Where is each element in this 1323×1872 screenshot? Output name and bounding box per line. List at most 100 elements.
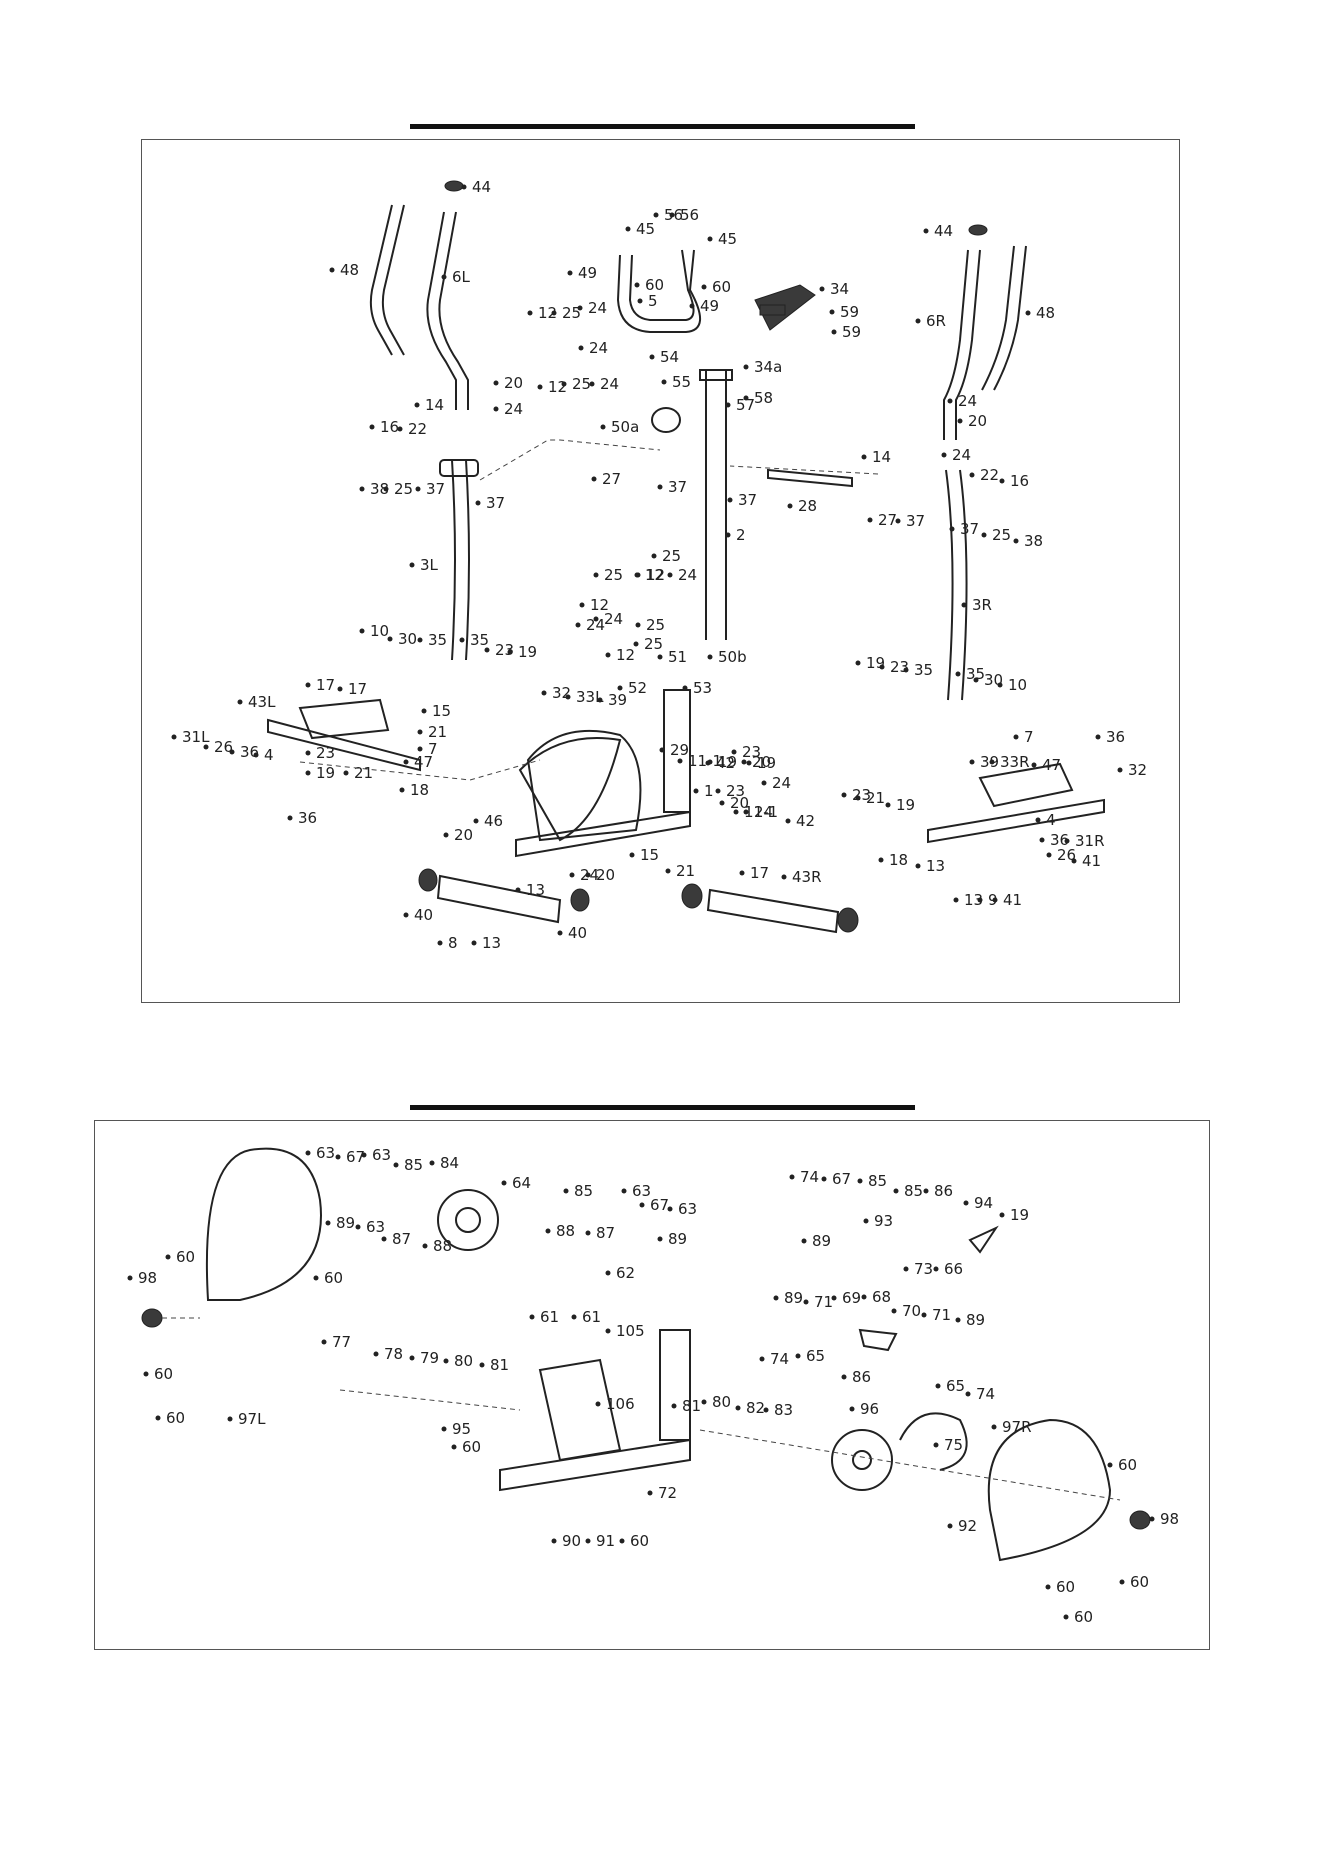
top-part-label: 24 xyxy=(504,400,523,418)
bottom-part-label: 70 xyxy=(902,1302,921,1320)
top-fastener-dot xyxy=(997,682,1003,688)
top-part-label: 34a xyxy=(754,358,782,376)
top-part-label: 4 xyxy=(1046,811,1056,829)
bottom-fastener-dot xyxy=(305,1150,311,1156)
top-part-label: 22 xyxy=(408,420,427,438)
top-part-label: 16 xyxy=(1010,472,1029,490)
top-part-label: 33R xyxy=(1000,753,1030,771)
top-fastener-dot xyxy=(689,303,695,309)
bottom-fastener-dot xyxy=(1119,1579,1125,1585)
bottom-part-label: 98 xyxy=(138,1269,157,1287)
top-part-label: 19 xyxy=(316,764,335,782)
bottom-part-label: 64 xyxy=(512,1174,531,1192)
top-part-label: 46 xyxy=(484,812,503,830)
bottom-part-label: 71 xyxy=(814,1293,833,1311)
top-part-label: 24 xyxy=(600,375,619,393)
top-fastener-dot xyxy=(237,699,243,705)
top-fastener-dot xyxy=(629,852,635,858)
top-fastener-dot xyxy=(659,747,665,753)
magnet-68 xyxy=(858,1328,898,1352)
top-fastener-dot xyxy=(507,649,513,655)
top-fastener-dot xyxy=(461,184,467,190)
top-part-label: 24 xyxy=(772,774,791,792)
top-fastener-dot xyxy=(605,652,611,658)
top-fastener-dot xyxy=(701,284,707,290)
bottom-fastener-dot xyxy=(429,1160,435,1166)
bottom-fastener-dot xyxy=(335,1154,341,1160)
top-fastener-dot xyxy=(369,424,375,430)
top-fastener-dot xyxy=(1117,767,1123,773)
top-fastener-dot xyxy=(999,478,1005,484)
bottom-fastener-dot xyxy=(891,1308,897,1314)
top-part-label: 18 xyxy=(889,851,908,869)
top-part-label: 10 xyxy=(1008,676,1027,694)
bottom-fastener-dot xyxy=(451,1444,457,1450)
top-fastener-dot xyxy=(593,572,599,578)
bottom-part-label: 89 xyxy=(966,1311,985,1329)
top-fastener-dot xyxy=(527,310,533,316)
bottom-fastener-dot xyxy=(165,1254,171,1260)
top-part-label: 14 xyxy=(425,396,444,414)
top-part-label: 37 xyxy=(486,494,505,512)
bottom-fastener-dot xyxy=(605,1328,611,1334)
top-fastener-dot xyxy=(1025,310,1031,316)
top-part-label: 23 xyxy=(726,782,745,800)
frame-base-1 xyxy=(515,810,691,858)
top-fastener-dot xyxy=(1039,837,1045,843)
top-part-label: 56 xyxy=(680,206,699,224)
top-fastener-dot xyxy=(957,418,963,424)
end-cap-41-right xyxy=(570,888,590,912)
top-part-label: 2 xyxy=(736,526,746,544)
top-part-label: 17 xyxy=(750,864,769,882)
top-fastener-dot xyxy=(693,788,699,794)
bottom-part-label: 84 xyxy=(440,1154,459,1172)
top-fastener-dot xyxy=(589,381,595,387)
lower-arm-3R xyxy=(945,469,954,701)
top-fastener-dot xyxy=(707,236,713,242)
end-cap-40-left xyxy=(681,883,703,909)
top-fastener-dot xyxy=(953,897,959,903)
top-fastener-dot xyxy=(667,572,673,578)
side-cover-97L xyxy=(205,1147,322,1301)
pedal-arm-4-right xyxy=(927,798,1105,844)
top-part-label: 54 xyxy=(660,348,679,366)
top-fastener-dot xyxy=(895,518,901,524)
top-fastener-dot xyxy=(879,664,885,670)
top-part-label: 12 xyxy=(645,566,664,584)
top-fastener-dot xyxy=(941,452,947,458)
top-fastener-dot xyxy=(579,602,585,608)
top-part-label: 6L xyxy=(452,268,471,286)
bottom-fastener-dot xyxy=(1063,1614,1069,1620)
top-part-label: 44 xyxy=(472,178,491,196)
top-part-label: 13 xyxy=(964,891,983,909)
top-fastener-dot xyxy=(992,897,998,903)
top-fastener-dot xyxy=(923,228,929,234)
top-fastener-dot xyxy=(977,897,983,903)
top-part-label: 37 xyxy=(960,520,979,538)
top-fastener-dot xyxy=(637,298,643,304)
bottom-fastener-dot xyxy=(831,1295,837,1301)
top-part-label: 41 xyxy=(1003,891,1022,909)
bottom-fastener-dot xyxy=(999,1212,1005,1218)
top-fastener-dot xyxy=(743,809,749,815)
bottom-fastener-dot xyxy=(789,1174,795,1180)
bottom-part-label: 89 xyxy=(668,1230,687,1248)
bottom-part-label: 91 xyxy=(596,1532,615,1550)
bottom-part-label: 60 xyxy=(166,1409,185,1427)
top-fastener-dot xyxy=(565,694,571,700)
bottom-fastener-dot xyxy=(1149,1516,1155,1522)
shroud-29 xyxy=(526,729,642,842)
top-fastener-dot xyxy=(414,402,420,408)
bottom-fastener-dot xyxy=(965,1391,971,1397)
top-part-label: 25 xyxy=(662,547,681,565)
bottom-part-label: 81 xyxy=(682,1397,701,1415)
top-part-label: 4 xyxy=(264,746,274,764)
bottom-part-label: 73 xyxy=(914,1260,933,1278)
top-fastener-dot xyxy=(567,270,573,276)
top-fastener-dot xyxy=(739,870,745,876)
top-fastener-dot xyxy=(841,792,847,798)
cap-98-left xyxy=(141,1308,163,1328)
bottom-part-label: 87 xyxy=(596,1224,615,1242)
sensor-50a xyxy=(651,407,682,433)
top-part-label: 27 xyxy=(878,511,897,529)
